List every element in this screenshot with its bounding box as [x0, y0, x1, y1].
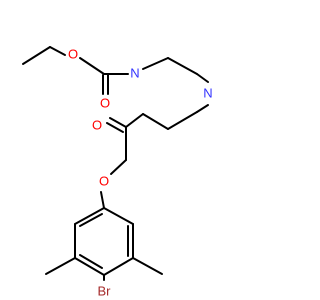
piperazine-nitrogen-right-label: N	[130, 65, 139, 80]
piperazine-nitrogen-left-label: N	[203, 85, 212, 100]
ester-carbonyl-oxygen-label: O	[100, 95, 110, 110]
bond-ether-oxygen-aryl-carbon	[100, 191, 105, 209]
bond-aryl-bottom-right	[103, 257, 134, 276]
ether-oxygen-label: O	[99, 173, 109, 188]
bromine-label: Br	[98, 283, 112, 298]
bond-aryl-inner-top-left	[79, 213, 103, 227]
bond-ch2-ether-oxygen	[110, 159, 127, 175]
bond-amide-n-carbonyl-carbon	[125, 113, 144, 128]
bond-piperazine-n-left-lower	[196, 104, 209, 113]
bond-left-methyl	[45, 257, 76, 275]
bond-piperazine-upper-right	[167, 57, 198, 75]
molecule-structure-drawing: O O N N O O Br	[22, 46, 213, 298]
atom-label-layer: O O N N O O Br	[68, 46, 213, 298]
bond-aryl-left-bottom	[74, 257, 105, 276]
bond-right-methyl	[132, 257, 163, 275]
bond-ester-oxygen-carbonyl-carbon	[79, 57, 105, 75]
bond-piperazine-lower-left	[167, 111, 198, 130]
bond-aryl-top-right	[103, 207, 134, 225]
bond-piperazine-n-right-upper	[142, 57, 169, 70]
bond-aryl-inner-left-bottom	[79, 254, 103, 269]
bond-layer	[22, 46, 209, 281]
bond-piperazine-lower-to-n-right	[142, 113, 169, 130]
ester-ether-oxygen-label: O	[68, 46, 78, 61]
bond-ethyl-ch3-ch2	[22, 46, 51, 65]
bond-aryl-top-left	[74, 207, 105, 225]
bond-amide-carbonyl-double-a	[109, 117, 127, 128]
bond-piperazine-right-upper-to-n-left	[196, 73, 209, 83]
molecule-structure-canvas: O O N N O O Br	[22, 46, 213, 299]
bond-ethyl-ch2-oxygen	[49, 46, 66, 56]
amide-oxygen-label: O	[92, 117, 102, 132]
bond-amide-carbonyl-double-b	[106, 122, 124, 133]
